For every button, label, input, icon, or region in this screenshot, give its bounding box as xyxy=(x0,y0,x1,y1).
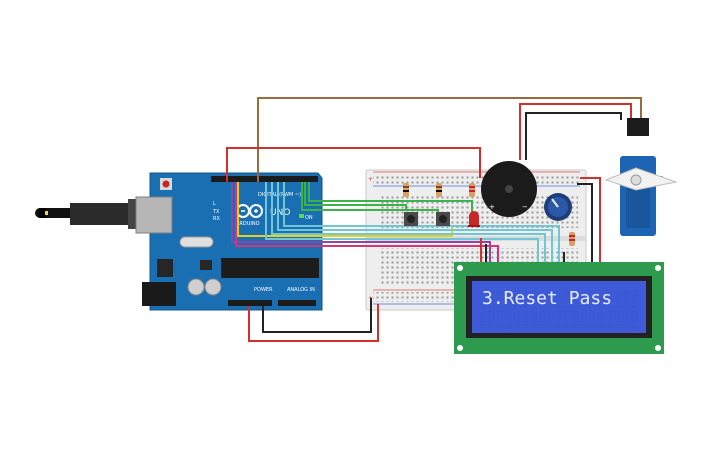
rx-label: RX xyxy=(213,216,220,222)
led-icon[interactable] xyxy=(468,211,480,227)
wire-black-gnd-bottom[interactable] xyxy=(262,298,372,333)
buzzer-minus-label: − xyxy=(522,203,528,211)
power-label: POWER xyxy=(254,287,273,293)
digital-header xyxy=(211,176,318,182)
buzzer-icon[interactable]: + − xyxy=(481,161,537,217)
resistor-icon[interactable] xyxy=(469,183,475,197)
on-label: ON xyxy=(305,215,313,221)
analog-header xyxy=(278,300,316,306)
wire-brown-servo[interactable] xyxy=(257,97,642,182)
servo-icon[interactable] xyxy=(604,118,678,236)
wire-red-servo[interactable] xyxy=(519,103,632,160)
wire-red-right[interactable] xyxy=(580,177,601,262)
lcd-module[interactable]: 3.Reset Pass xyxy=(454,262,664,354)
wire-pink[interactable] xyxy=(235,182,499,262)
wire-purple[interactable] xyxy=(231,182,491,262)
resistor-icon[interactable] xyxy=(403,183,409,197)
analog-label: ANALOG IN xyxy=(287,287,315,293)
wire-green-button[interactable] xyxy=(304,182,407,210)
power-jack-icon xyxy=(142,282,176,306)
digital-label: DIGITAL (PWM ~) xyxy=(258,192,301,198)
on-led xyxy=(299,214,304,218)
wire-cyan-2[interactable] xyxy=(271,182,546,262)
usb-port xyxy=(135,196,173,234)
buzzer-plus-label: + xyxy=(489,203,495,211)
board-brand-label: ARDUINO xyxy=(236,221,260,227)
pushbutton-icon[interactable] xyxy=(436,212,450,226)
wire-cyan-3[interactable] xyxy=(277,182,553,262)
wire-green-led[interactable] xyxy=(308,182,473,214)
lcd-line-1: 3.Reset Pass xyxy=(482,288,612,309)
wire-black-servo[interactable] xyxy=(525,112,622,160)
atmega-chip xyxy=(221,258,319,278)
arduino-logo-icon xyxy=(236,204,263,218)
tx-label: TX xyxy=(212,209,220,215)
wire-black-right[interactable] xyxy=(577,183,593,262)
wire-red-power-bottom[interactable] xyxy=(248,304,379,342)
pushbutton-icon[interactable] xyxy=(404,212,418,226)
wire-cyan-1[interactable] xyxy=(265,182,539,262)
board-model-label: UNO xyxy=(270,208,290,218)
resistor-icon[interactable] xyxy=(436,183,442,197)
power-header xyxy=(228,300,272,306)
l-label: L xyxy=(213,201,216,207)
resistor-icon[interactable] xyxy=(569,232,575,246)
wire-cyan-4[interactable] xyxy=(283,182,560,262)
rail-plus-label: + xyxy=(368,176,373,183)
potentiometer-icon[interactable] xyxy=(544,193,572,221)
wire-red-5v[interactable] xyxy=(226,147,481,182)
